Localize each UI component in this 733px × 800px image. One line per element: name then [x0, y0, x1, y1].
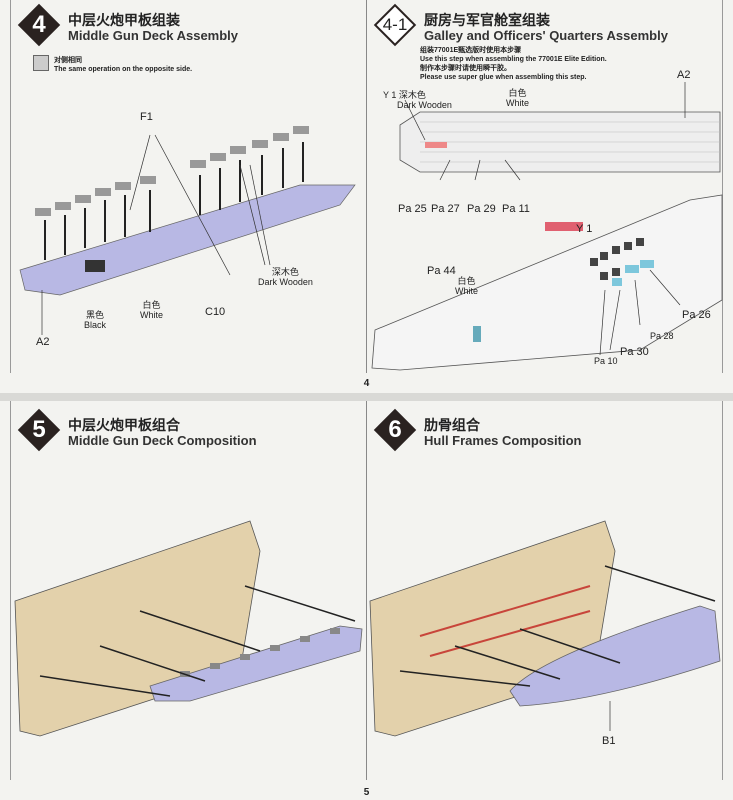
- note-zh: 对侧相同: [54, 57, 82, 64]
- label-zh: 深木色: [398, 90, 426, 100]
- page-border: [722, 0, 723, 373]
- part-label-pa30: Pa 30: [620, 346, 649, 358]
- page-number: 5: [363, 787, 370, 798]
- part-label-pa28: Pa 28: [650, 331, 674, 341]
- label-en: Dark Wooden: [258, 277, 313, 287]
- part-label-pa26: Pa 26: [682, 309, 711, 321]
- page-border: [722, 401, 723, 780]
- label-zh: 深木色: [271, 267, 299, 277]
- gun-deck-illustration: [19, 126, 356, 335]
- opposite-side-note: 对侧相同 The same operation on the opposite …: [54, 56, 192, 74]
- hull-illustrations: [14, 520, 721, 737]
- note-en: Please use super glue when assembling th…: [420, 74, 587, 81]
- mirror-icon: [33, 55, 49, 71]
- note-en: Use this step when assembling the 77001E…: [420, 56, 607, 63]
- label-en: White: [506, 98, 530, 108]
- step-title-en: Middle Gun Deck Assembly: [68, 28, 239, 43]
- part-label-c10: C10: [205, 306, 226, 318]
- label-zh: 黑色: [86, 310, 105, 320]
- part-label-pa29: Pa 29: [467, 203, 496, 215]
- hull-step6: [369, 520, 721, 737]
- part-label-pa11: Pa 11: [502, 203, 530, 215]
- part-label-pa10: Pa 10: [594, 356, 618, 366]
- step-title-en: Galley and Officers' Quarters Assembly: [424, 28, 668, 43]
- hull-step5: [14, 520, 363, 737]
- part-label-pa44: Pa 44: [427, 265, 456, 277]
- part-label-f1: F1: [140, 111, 153, 123]
- step-number: 6: [388, 416, 402, 443]
- step-number: 4: [32, 11, 46, 38]
- page-border: [10, 0, 11, 373]
- part-label-y1: Y 1: [576, 223, 593, 235]
- edition-note: 组装77001E甄选版时使用本步骤 Use this step when ass…: [420, 46, 607, 82]
- label-en: White: [455, 286, 479, 296]
- part-label-a2: A2: [36, 336, 50, 348]
- part-label-pa27: Pa 27: [431, 203, 460, 215]
- label-part: Y 1: [383, 90, 397, 100]
- step-number: 5: [32, 416, 46, 443]
- label-en: Black: [84, 320, 107, 330]
- note-zh: 制作本步骤时请使用瞬干胶。: [420, 65, 511, 72]
- page-border: [10, 401, 11, 780]
- note-zh: 组装77001E甄选版时使用本步骤: [420, 47, 522, 54]
- column-divider: [366, 0, 367, 373]
- column-divider: [366, 401, 367, 780]
- label-en: Dark Wooden: [397, 100, 452, 110]
- label-zh: 白色: [508, 88, 527, 98]
- step-title-zh: 中层火炮甲板组装: [68, 12, 180, 28]
- label-en: White: [140, 310, 164, 320]
- part-label-pa25: Pa 25: [398, 203, 427, 215]
- part-label-a2: A2: [677, 69, 691, 81]
- step-number: 4-1: [382, 15, 408, 34]
- label-zh: 白色: [457, 276, 476, 286]
- step-title-zh: 厨房与军官舱室组装: [424, 12, 550, 28]
- step-title-zh: 中层火炮甲板组合: [68, 417, 180, 433]
- step-title-en: Middle Gun Deck Composition: [68, 433, 257, 448]
- manual-page-5: 5 中层火炮甲板组合 Middle Gun Deck Composition 6…: [0, 401, 733, 800]
- galley-illustration: [371, 82, 723, 371]
- manual-page-4: 4 中层火炮甲板组装 Middle Gun Deck Assembly 对侧相同…: [0, 0, 733, 393]
- part-label-b1: B1: [602, 735, 616, 747]
- step-title-zh: 肋骨组合: [424, 417, 480, 433]
- label-zh: 白色: [142, 300, 161, 310]
- step-title-en: Hull Frames Composition: [424, 433, 582, 448]
- note-en: The same operation on the opposite side.: [54, 66, 193, 73]
- page-number: 4: [363, 378, 370, 389]
